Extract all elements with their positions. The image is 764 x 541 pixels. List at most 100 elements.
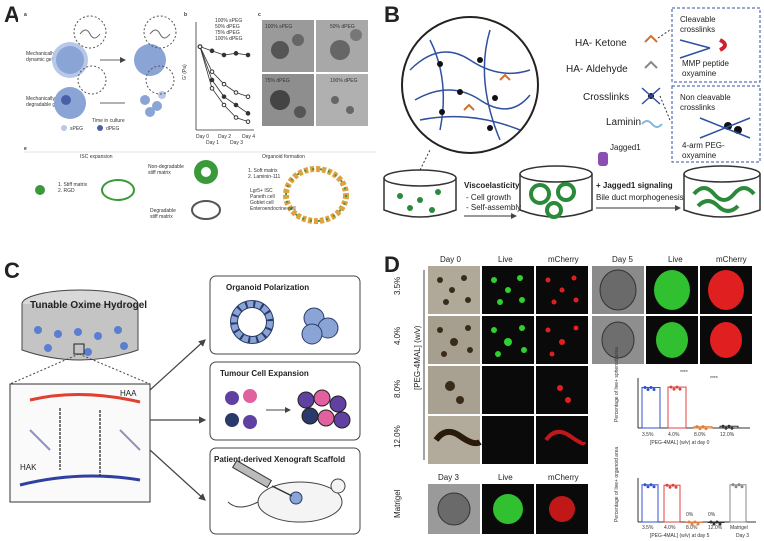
point-Matrigel <box>737 483 741 487</box>
svg-text:Day 0: Day 0 <box>196 134 209 140</box>
svg-text:Live: Live <box>498 473 513 482</box>
svg-text:Day 3: Day 3 <box>230 140 243 146</box>
svg-text:3.5%: 3.5% <box>642 432 654 438</box>
point-12.0% <box>715 520 719 524</box>
svg-text:2. Laminin-111: 2. Laminin-111 <box>248 174 281 180</box>
sub-e: e <box>24 146 27 152</box>
point-12.0% <box>709 520 713 524</box>
series-point-1 <box>233 90 239 95</box>
svg-text:12.0%: 12.0% <box>720 432 735 438</box>
gel-cluster-degraded <box>140 65 175 117</box>
aldehyde-icon <box>644 60 658 69</box>
point-4.0% <box>674 485 678 489</box>
point-4.0% <box>672 387 676 391</box>
point-3.5% <box>649 386 653 390</box>
chart-day0: Percentage of live+ spheroid area 3.5% 4… <box>614 347 750 446</box>
point-8.0% <box>701 425 705 429</box>
svg-text:****: **** <box>680 370 688 376</box>
point-3.5% <box>643 386 647 390</box>
svg-text:degradable gel: degradable gel <box>26 102 59 108</box>
point-3.5% <box>652 388 656 392</box>
svg-text:75% dPEG: 75% dPEG <box>215 30 240 36</box>
mouse-icon <box>227 478 346 523</box>
svg-text:oxyamine: oxyamine <box>682 69 717 78</box>
series-point-2 <box>245 111 251 116</box>
crosslink-icon <box>641 87 661 105</box>
hydrogel-network <box>401 16 539 154</box>
svg-text:Day 4: Day 4 <box>242 134 255 140</box>
series-point-3 <box>197 44 203 49</box>
point-8.0% <box>704 427 708 431</box>
peg-side-label: [PEG-4MAL] (w/v) <box>413 325 422 390</box>
series-point-2 <box>233 102 239 108</box>
point-Matrigel <box>731 483 735 487</box>
svg-text:Day 2: Day 2 <box>218 134 231 140</box>
series-point-2 <box>209 77 215 83</box>
svg-text:4.0%: 4.0% <box>664 525 676 531</box>
sub-a: a <box>24 12 27 18</box>
series-point-1 <box>209 69 215 74</box>
svg-text:Percentage of live+ spheroid a: Percentage of live+ spheroid area <box>614 347 620 422</box>
svg-text:8.0%: 8.0% <box>694 432 706 438</box>
mmp-enzyme-icon <box>719 38 727 52</box>
svg-text:100% dPEG: 100% dPEG <box>215 36 243 42</box>
box-polarization-title: Organoid Polarization <box>226 283 309 292</box>
series-point-0 <box>245 52 251 58</box>
point-12.0% <box>730 426 734 430</box>
svg-text:stiff matrix: stiff matrix <box>150 214 173 220</box>
svg-text:Day 5: Day 5 <box>612 255 633 264</box>
series-point-3 <box>245 119 251 124</box>
row1-label: Mechanically <box>26 51 55 57</box>
isc-colony <box>101 179 135 201</box>
point-4.0% <box>669 385 673 389</box>
svg-text:Live: Live <box>668 255 683 264</box>
legend-aldehyde: Aldehyde <box>586 64 628 75</box>
point-Matrigel <box>734 485 738 489</box>
isc-title: ISC expansion <box>80 154 113 160</box>
panel-d: Day 0 Live mCherry Day 5 Live mCherry [P… <box>393 255 756 539</box>
svg-text:4.0%: 4.0% <box>393 327 402 345</box>
svg-text:50% dPEG: 50% dPEG <box>215 24 240 30</box>
nondeg-label: Non-degradable <box>148 164 184 170</box>
svg-text:Live: Live <box>498 255 513 264</box>
panel-label-a: A <box>4 2 20 27</box>
box2-title: Non cleavable <box>680 93 731 102</box>
gel-cluster-dynamic <box>52 15 107 78</box>
svg-text:oxyamine: oxyamine <box>682 151 717 160</box>
svg-text:8.0%: 8.0% <box>686 525 698 531</box>
legend-dpeg-dot <box>97 125 103 131</box>
box1-sub: MMP peptide <box>682 59 730 68</box>
svg-text:Matrigel: Matrigel <box>730 525 748 531</box>
svg-text:Day 1: Day 1 <box>206 140 219 146</box>
point-4.0% <box>665 483 669 487</box>
point-4.0% <box>671 483 675 487</box>
bar-3.5% <box>641 484 659 523</box>
isc-cell <box>35 185 45 195</box>
point-12.0% <box>712 522 716 526</box>
chemistry-zoom <box>9 383 151 503</box>
point-12.0% <box>721 424 725 428</box>
series-point-0 <box>209 48 215 54</box>
micrograph-grid <box>428 266 752 464</box>
svg-text:Day 3: Day 3 <box>438 473 459 482</box>
legend-crosslinks: Crosslinks <box>583 92 629 103</box>
svg-text:Paneth cell: Paneth cell <box>250 194 275 200</box>
soft-steps: 1. Soft matrix <box>248 168 278 174</box>
point-12.0% <box>718 522 722 526</box>
series-point-2 <box>221 94 227 99</box>
panel-a: a b c e Mechanically dynamic gel Mechani… <box>18 4 376 229</box>
svg-text:mCherry: mCherry <box>548 255 579 264</box>
svg-text:Lgr5+ ISC: Lgr5+ ISC <box>250 188 273 194</box>
point-12.0% <box>727 424 731 428</box>
row2-label: Mechanically <box>26 96 55 102</box>
svg-text:100% sPEG: 100% sPEG <box>265 24 292 30</box>
legend-ketone: Ketone <box>595 38 627 49</box>
chart-day5: Percentage of live+ organoid area 3.5% 4… <box>614 447 756 539</box>
laminin-icon <box>641 120 663 128</box>
jagged1-icon <box>598 152 608 166</box>
point-3.5% <box>649 483 653 487</box>
deg-label: Degradable <box>150 208 176 214</box>
svg-text:crosslinks: crosslinks <box>680 103 715 112</box>
svg-text:mCherry: mCherry <box>548 473 579 482</box>
bar-3.5% <box>641 387 661 429</box>
